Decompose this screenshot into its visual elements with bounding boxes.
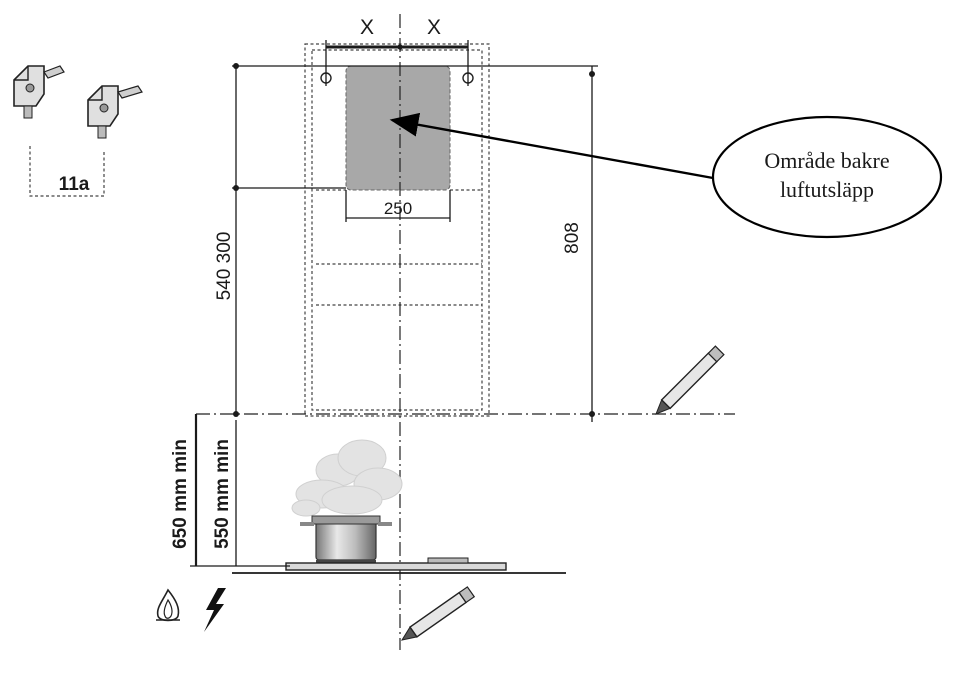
height-540-300-label: 540 300 bbox=[214, 232, 235, 301]
hood-outline-outer bbox=[304, 43, 490, 417]
x-mid-dot bbox=[397, 44, 403, 50]
steam-cloud bbox=[291, 439, 403, 517]
height-dot-mid bbox=[233, 185, 239, 191]
height-dot-bottom bbox=[233, 411, 239, 417]
lightning-icon bbox=[204, 588, 226, 632]
hob-plate bbox=[285, 562, 507, 571]
callout-bubble bbox=[711, 115, 943, 239]
callout-line-2: luftutsläpp bbox=[780, 177, 874, 202]
mounting-bracket-icon bbox=[13, 65, 143, 197]
cooking-pot-icon bbox=[300, 515, 392, 564]
width-250-label: 250 bbox=[384, 199, 412, 218]
hood-outline-inner bbox=[311, 49, 483, 411]
x-label-right: X bbox=[427, 16, 441, 39]
bracket-right bbox=[87, 85, 143, 139]
height-808-label: 808 bbox=[562, 222, 583, 254]
bracket-leader bbox=[29, 146, 105, 197]
min-650-label: 650 mm min bbox=[170, 439, 191, 549]
height-dot-top bbox=[233, 63, 239, 69]
min-550-label: 550 mm min bbox=[212, 439, 233, 549]
callout-leader-arrow bbox=[389, 112, 714, 180]
pencil-icon bbox=[655, 345, 725, 415]
bracket-left bbox=[13, 65, 65, 119]
bracket-reference: 11a bbox=[59, 174, 90, 195]
hob-burner bbox=[427, 557, 469, 564]
gas-flame-icon bbox=[156, 588, 180, 622]
callout-line-1: Område bakre bbox=[764, 148, 889, 173]
height-808-dot-top bbox=[589, 71, 595, 77]
pencil-icon bbox=[400, 586, 476, 641]
x-label-left: X bbox=[360, 16, 374, 39]
